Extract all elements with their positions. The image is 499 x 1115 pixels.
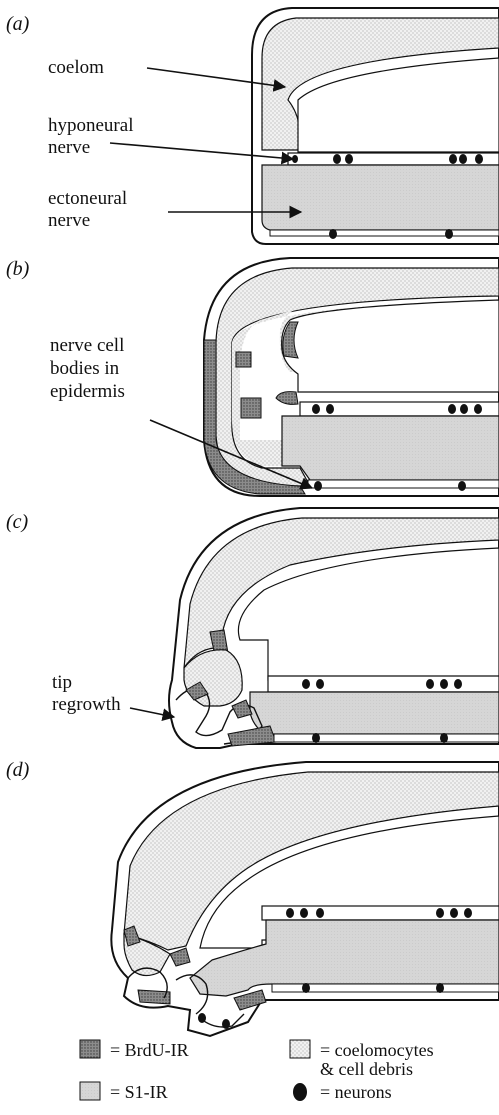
panel-d-label: (d)	[6, 759, 30, 781]
legend-s1-swatch	[80, 1082, 100, 1100]
panel-d-hyponeural-nerve	[262, 906, 499, 920]
nerve-cell-label-line3: epidermis	[50, 381, 125, 402]
panel-a-label: (a)	[6, 13, 30, 35]
legend-brdu-swatch	[80, 1040, 100, 1058]
legend-neurons-label: = neurons	[320, 1082, 392, 1102]
nerve-cell-label-line1: nerve cell	[50, 335, 124, 356]
panel-d: (d)	[6, 759, 499, 1036]
panel-a: (a) coelom hyponeural nerve ectoneural n…	[6, 8, 499, 244]
panel-b-brdu-cell-2	[241, 398, 261, 418]
ectoneural-label-line1: ectoneural	[48, 188, 127, 209]
tip-label-line2: regrowth	[52, 694, 121, 715]
panel-c: (c) tip regrowth	[6, 508, 499, 748]
panel-b-ectoneural-nerve	[282, 416, 499, 480]
panel-b-brdu-cell-1	[236, 352, 251, 367]
coelom-label: coelom	[48, 57, 104, 78]
legend-neuron-swatch	[293, 1083, 307, 1101]
hyponeural-label-line1: hyponeural	[48, 115, 133, 136]
panel-b: (b) nerve cell bodies in epidermis	[6, 258, 499, 496]
panel-c-label: (c)	[6, 511, 29, 533]
legend-coelomocytes-swatch	[290, 1040, 310, 1058]
legend-coelomocytes-label-line1: = coelomocytes	[320, 1040, 434, 1060]
panel-a-hyponeural-nerve	[288, 153, 499, 165]
panel-b-epidermis-band	[308, 480, 499, 488]
panel-c-ectoneural-nerve	[250, 692, 499, 734]
ectoneural-label-line2: nerve	[48, 210, 90, 231]
panel-b-inner-lumen	[282, 300, 499, 392]
legend-brdu-label: = BrdU-IR	[110, 1040, 189, 1060]
legend: = BrdU-IR = S1-IR = coelomocytes & cell …	[80, 1040, 434, 1102]
legend-coelomocytes-label-line2: & cell debris	[320, 1059, 413, 1079]
panel-a-epidermis-band	[270, 230, 499, 236]
tip-arrow	[130, 708, 174, 717]
hyponeural-label-line2: nerve	[48, 137, 90, 158]
nerve-cell-label-line2: bodies in	[50, 358, 120, 379]
legend-s1-label: = S1-IR	[110, 1082, 168, 1102]
panel-a-ectoneural-nerve	[262, 165, 499, 230]
panel-b-label: (b)	[6, 258, 30, 280]
panel-c-epidermis-band	[274, 734, 499, 742]
tip-label-line1: tip	[52, 672, 72, 693]
